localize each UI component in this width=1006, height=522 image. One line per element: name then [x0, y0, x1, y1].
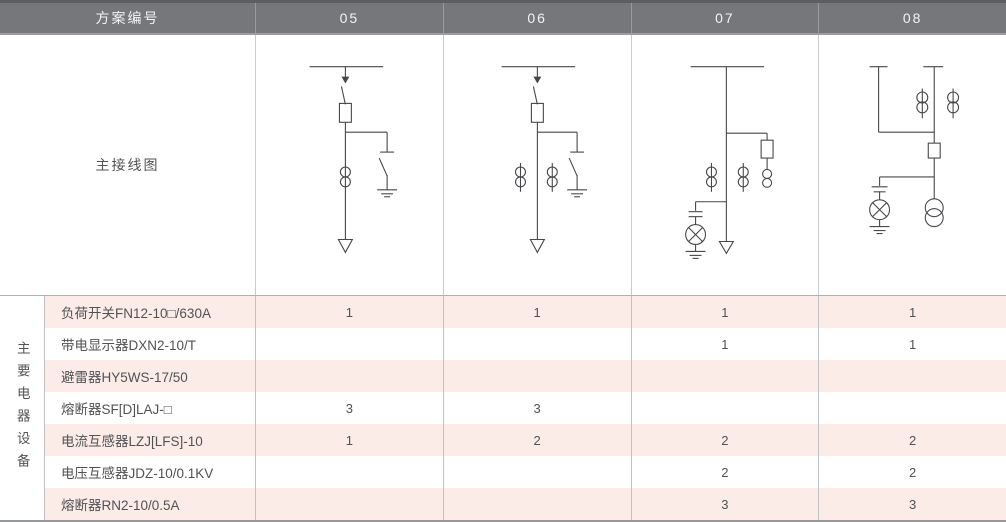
- equipment-name: 熔断器RN2-10/0.5A: [44, 488, 255, 520]
- equipment-qty-08: 1: [818, 296, 1006, 328]
- equipment-qty-06: [442, 360, 631, 392]
- current-transformer: [705, 163, 717, 192]
- equipment-group-cell: 主要电器设备: [0, 296, 44, 520]
- table-header-row: 方案编号 05 06 07 08: [0, 0, 1006, 35]
- feeder-arrow: [717, 240, 734, 255]
- equipment-name: 避雷器HY5WS-17/50: [44, 360, 255, 392]
- header-scheme-08: 08: [818, 3, 1006, 33]
- table-row: 带电显示器DXN2-10/T 1 1: [44, 328, 1006, 360]
- equipment-qty-06: [442, 456, 631, 488]
- fuse: [760, 139, 774, 159]
- header-scheme-05: 05: [255, 3, 443, 33]
- current-transformer: [514, 163, 526, 192]
- equipment-qty-06: [442, 328, 631, 360]
- equipment-qty-08: [818, 392, 1006, 424]
- voltage-transformer: [761, 168, 772, 188]
- wiring-diagram-08-icon: [869, 66, 960, 235]
- header-scheme-number-label: 方案编号: [95, 10, 160, 26]
- equipment-qty-05: 1: [255, 424, 443, 456]
- earthing-switch: [377, 132, 398, 198]
- equipment-qty-06: [442, 488, 631, 520]
- equipment-qty-07: 3: [630, 488, 819, 520]
- equipment-qty-07: 1: [630, 328, 819, 360]
- table-row: 电流互感器LZJ[LFS]-10 1 2 2 2: [44, 424, 1006, 456]
- header-scheme-07: 07: [630, 3, 819, 33]
- current-transformer: [947, 88, 960, 119]
- wiring-diagram-row-label: 主接线图: [95, 157, 160, 173]
- equipment-qty-07: [630, 360, 819, 392]
- equipment-qty-05: [255, 488, 443, 520]
- table-row: 负荷开关FN12-10□/630A 1 1 1 1: [44, 296, 1006, 328]
- wiring-diagram-06-icon: [501, 66, 587, 254]
- equipment-qty-06: 1: [442, 296, 631, 328]
- equipment-qty-07: [630, 392, 819, 424]
- transformer: [924, 198, 944, 228]
- current-transformer: [916, 88, 929, 119]
- equipment-qty-05: [255, 456, 443, 488]
- equipment-qty-05: 3: [255, 392, 443, 424]
- fuse: [927, 142, 941, 159]
- live-display-indicator: [684, 201, 726, 259]
- equipment-rows: 负荷开关FN12-10□/630A 1 1 1 1 带电显示器DXN2-10/T…: [44, 296, 1006, 520]
- equipment-name: 熔断器SF[D]LAJ-□: [44, 392, 255, 424]
- live-display-indicator: [869, 176, 935, 235]
- wiring-diagram-cell-05: [255, 35, 443, 295]
- equipment-qty-05: 1: [255, 296, 443, 328]
- equipment-group-label: 主要电器设备: [14, 340, 30, 476]
- equipment-qty-07: 2: [630, 424, 819, 456]
- feeder-arrow: [529, 238, 545, 254]
- equipment-table: 主要电器设备 负荷开关FN12-10□/630A 1 1 1 1 带电显示器DX…: [0, 296, 1006, 522]
- earthing-switch: [566, 132, 587, 198]
- header-scheme-06: 06: [442, 3, 631, 33]
- equipment-qty-06: 3: [442, 392, 631, 424]
- equipment-qty-06: 2: [442, 424, 631, 456]
- equipment-qty-08: 3: [818, 488, 1006, 520]
- equipment-qty-07: 1: [630, 296, 819, 328]
- equipment-qty-08: 1: [818, 328, 1006, 360]
- feeder-arrow: [337, 238, 354, 254]
- table-row: 熔断器RN2-10/0.5A 3 3: [44, 488, 1006, 520]
- current-transformer: [339, 166, 351, 188]
- equipment-name: 带电显示器DXN2-10/T: [44, 328, 255, 360]
- wiring-diagram-cell-07: [630, 35, 819, 295]
- equipment-name: 电压互感器JDZ-10/0.1KV: [44, 456, 255, 488]
- load-switch: [340, 66, 350, 105]
- equipment-qty-07: 2: [630, 456, 819, 488]
- current-transformer: [546, 163, 558, 192]
- equipment-qty-08: 2: [818, 456, 1006, 488]
- wiring-diagram-07-icon: [684, 66, 774, 259]
- equipment-name: 电流互感器LZJ[LFS]-10: [44, 424, 255, 456]
- table-row: 避雷器HY5WS-17/50: [44, 360, 1006, 392]
- fuse: [530, 102, 544, 123]
- equipment-qty-05: [255, 328, 443, 360]
- current-transformer: [737, 163, 749, 192]
- table-row: 熔断器SF[D]LAJ-□ 3 3: [44, 392, 1006, 424]
- wiring-diagram-cell-06: [442, 35, 631, 295]
- equipment-qty-08: [818, 360, 1006, 392]
- equipment-name: 负荷开关FN12-10□/630A: [44, 296, 255, 328]
- equipment-qty-08: 2: [818, 424, 1006, 456]
- wiring-diagram-cell-08: [818, 35, 1006, 295]
- equipment-qty-05: [255, 360, 443, 392]
- table-row: 电压互感器JDZ-10/0.1KV 2 2: [44, 456, 1006, 488]
- load-switch: [532, 66, 542, 105]
- fuse: [338, 102, 352, 123]
- wiring-diagram-05-icon: [309, 66, 398, 254]
- wiring-diagram-row: 主接线图: [0, 35, 1006, 296]
